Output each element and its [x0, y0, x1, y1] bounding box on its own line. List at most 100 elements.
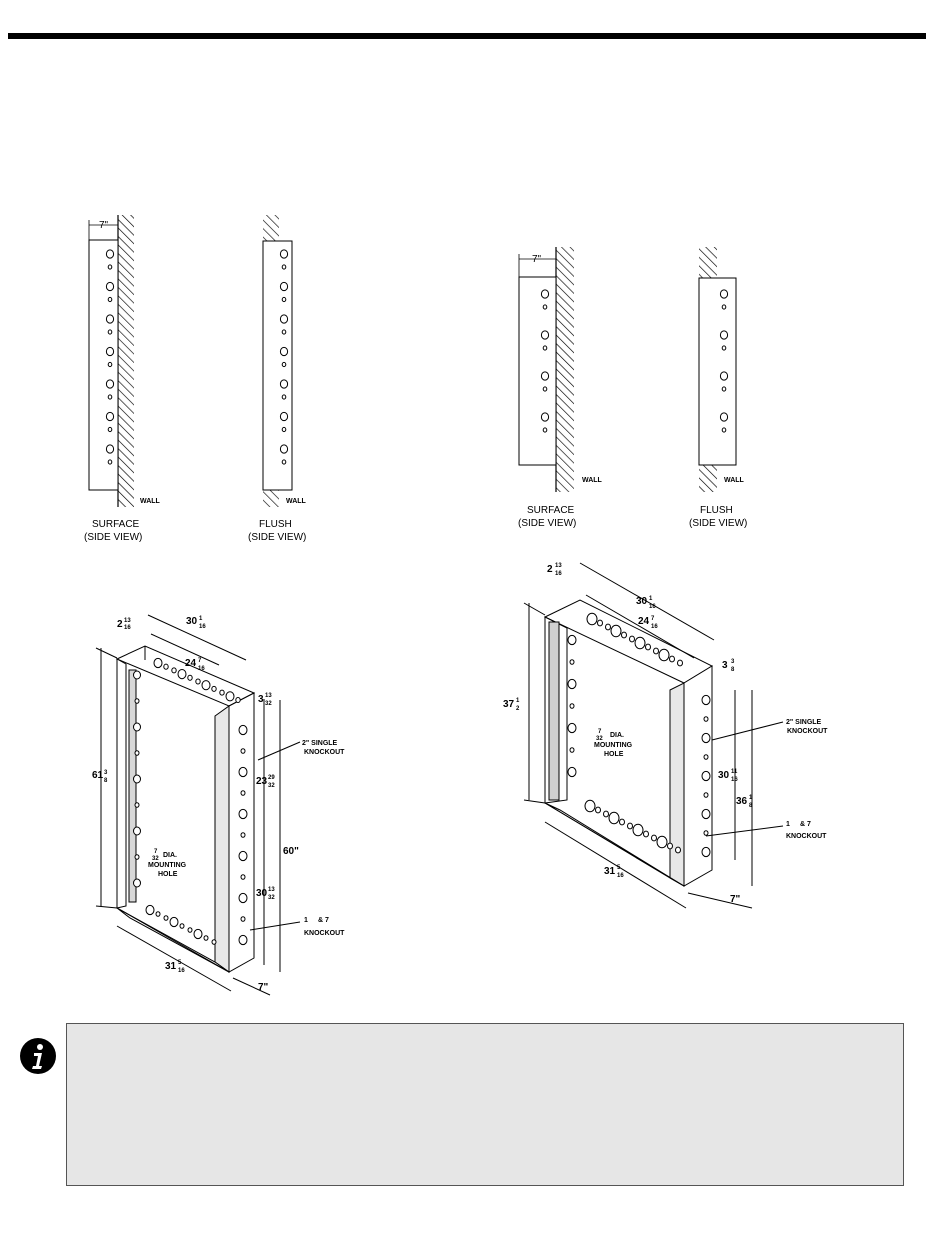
knockout-2-label: 2" SINGLE	[302, 740, 338, 747]
knockout-hole	[567, 634, 577, 646]
short-flush-side-view: WALL FLUSH (SIDE VIEW)	[689, 247, 747, 529]
knockout-hole	[240, 916, 246, 922]
knockout-hole	[240, 874, 246, 880]
knockout-hole	[584, 799, 596, 813]
mounting-label-c: HOLE	[158, 871, 178, 878]
knockout-hole	[240, 832, 246, 838]
knockout-hole	[645, 643, 651, 651]
knockout-hole	[610, 624, 622, 638]
short-cabinet-isometric	[523, 562, 784, 909]
knockout-hole	[211, 939, 217, 945]
info-icon	[20, 1038, 56, 1074]
knockout-hole	[133, 826, 141, 836]
knockout-hole	[107, 394, 113, 400]
surface-label: SURFACE	[527, 505, 575, 516]
knockout-hole	[107, 296, 113, 303]
knockout-hole	[567, 678, 577, 690]
knockout-hole	[719, 412, 729, 422]
mounting-label-c: HOLE	[604, 751, 624, 758]
knockout-small-label: 1	[304, 917, 308, 924]
frac-num: 7	[598, 729, 602, 735]
frac-den: 32	[268, 895, 275, 901]
frac-den: 32	[265, 701, 272, 707]
knockout-hole	[567, 766, 577, 778]
frac-num: 13	[268, 887, 275, 893]
knockout-hole	[171, 667, 177, 674]
knockout-hole	[163, 663, 169, 670]
knockout-holes	[133, 657, 248, 946]
surface-label: SURFACE	[92, 519, 140, 530]
knockout-hole	[187, 927, 193, 933]
knockout-hole	[595, 806, 601, 814]
knockout-hole	[703, 830, 709, 836]
knockout-hole	[597, 619, 603, 627]
knockout-hole	[169, 916, 179, 928]
knockout-2-label-b: KNOCKOUT	[304, 749, 345, 756]
knockout-hole	[238, 850, 248, 862]
wall-label: WALL	[724, 477, 745, 484]
knockout-hole	[603, 810, 609, 818]
knockout-hole	[201, 680, 211, 691]
knockout-hole	[281, 296, 287, 303]
frac-num: 13	[265, 693, 272, 699]
inner-span-dim: 30	[718, 770, 730, 781]
knockout-hole	[627, 822, 633, 830]
knockout-hole	[107, 264, 113, 270]
knockout-hole	[105, 249, 115, 259]
top-offset-dim: 2	[547, 564, 553, 575]
upper-span-dim: 23	[256, 776, 268, 787]
knockout-holes	[540, 289, 550, 433]
width-inner-dim: 24	[638, 616, 650, 627]
frac-num: 3	[104, 770, 108, 776]
frac-num: 11	[731, 769, 738, 775]
knockout-hole	[653, 647, 659, 655]
frac-num: 1	[749, 795, 753, 801]
knockout-hole	[701, 770, 711, 782]
knockout-hole	[279, 249, 289, 259]
knockout-hole	[281, 459, 287, 465]
knockout-hole	[703, 754, 709, 760]
knockout-hole	[281, 394, 287, 400]
knockout-hole	[281, 329, 287, 335]
knockout-hole	[658, 648, 670, 662]
knockout-hole	[163, 915, 169, 921]
frac-den: 32	[596, 736, 603, 742]
frac-num: 5	[617, 865, 621, 871]
depth-label: 7"	[99, 220, 109, 231]
knockout-hole	[105, 314, 115, 324]
knockout-small-label-c: KNOCKOUT	[304, 930, 345, 937]
knockout-hole	[105, 346, 115, 357]
knockout-hole	[187, 674, 193, 681]
width-inner-dim: 24	[185, 658, 197, 669]
knockout-small-label-b: & 7	[800, 821, 811, 828]
knockout-hole	[134, 854, 140, 860]
knockout-hole	[605, 623, 611, 631]
knockout-small-label-c: KNOCKOUT	[786, 833, 827, 840]
side-top-dim: 3	[722, 660, 728, 671]
frac-den: 8	[731, 667, 735, 673]
knockout-hole	[281, 361, 287, 368]
short-cabinet-dimensions: 37 1 2 30 1 16 24 7 16 2 13 16 3 3 8 30 …	[503, 563, 828, 905]
frac-den: 32	[268, 783, 275, 789]
knockout-hole	[279, 379, 289, 389]
knockout-hole	[569, 747, 575, 753]
flush-label: FLUSH	[700, 505, 733, 516]
knockout-hole	[632, 823, 644, 837]
knockout-hole	[195, 678, 201, 685]
height-dim: 37	[503, 699, 515, 710]
knockout-hole	[279, 444, 289, 454]
wall-label: WALL	[582, 477, 603, 484]
knockout-holes	[105, 249, 115, 465]
knockout-hole	[279, 281, 289, 292]
wall-label: WALL	[140, 498, 161, 505]
frac-den: 16	[178, 968, 185, 974]
mounting-label-b: MOUNTING	[148, 862, 187, 869]
knockout-hole	[279, 314, 289, 324]
frac-den: 16	[651, 624, 658, 630]
frac-den: 16	[649, 604, 656, 610]
frac-num: 29	[268, 775, 275, 781]
knockout-hole	[675, 846, 681, 854]
wall-label: WALL	[286, 498, 307, 505]
knockout-hole	[153, 657, 163, 669]
